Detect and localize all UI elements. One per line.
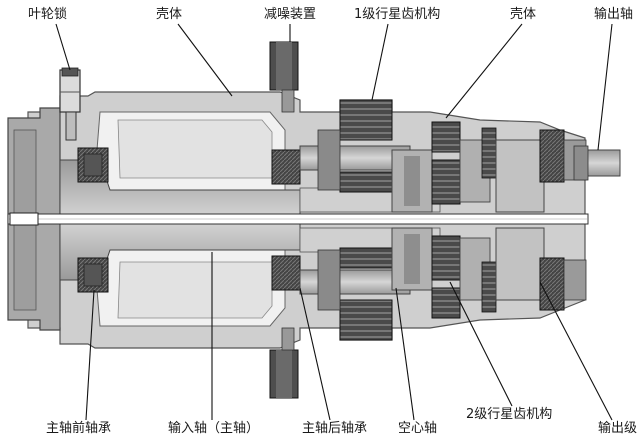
label-stage2-planetary: 2级行星齿机构 [466, 407, 553, 422]
label-input-shaft: 输入轴（主轴） [168, 421, 260, 436]
output-shaft [573, 145, 621, 181]
main-front-bearing [77, 147, 109, 293]
label-damping-device: 减噪装置 [264, 7, 317, 22]
stage1-planetary-gears [317, 99, 393, 341]
label-output-stage: 输出级 [598, 421, 638, 436]
label-main-front-bearing: 主轴前轴承 [46, 421, 112, 436]
main-rear-bearing [271, 149, 301, 291]
label-stage1-planetary: 1级行星齿机构 [354, 7, 441, 22]
housing-cavities [94, 111, 286, 327]
damping-device [269, 41, 299, 399]
label-hollow-shaft: 空心轴 [398, 421, 438, 436]
label-impeller-lock: 叶轮锁 [28, 7, 68, 22]
leader-lines [55, 23, 613, 421]
hollow-shaft [391, 149, 433, 291]
label-output-shaft: 输出轴 [594, 7, 634, 22]
label-housing-right: 壳体 [510, 7, 537, 22]
label-main-rear-bearing: 主轴后轴承 [302, 421, 368, 436]
central-bore [7, 212, 589, 226]
label-housing-left: 壳体 [156, 7, 183, 22]
